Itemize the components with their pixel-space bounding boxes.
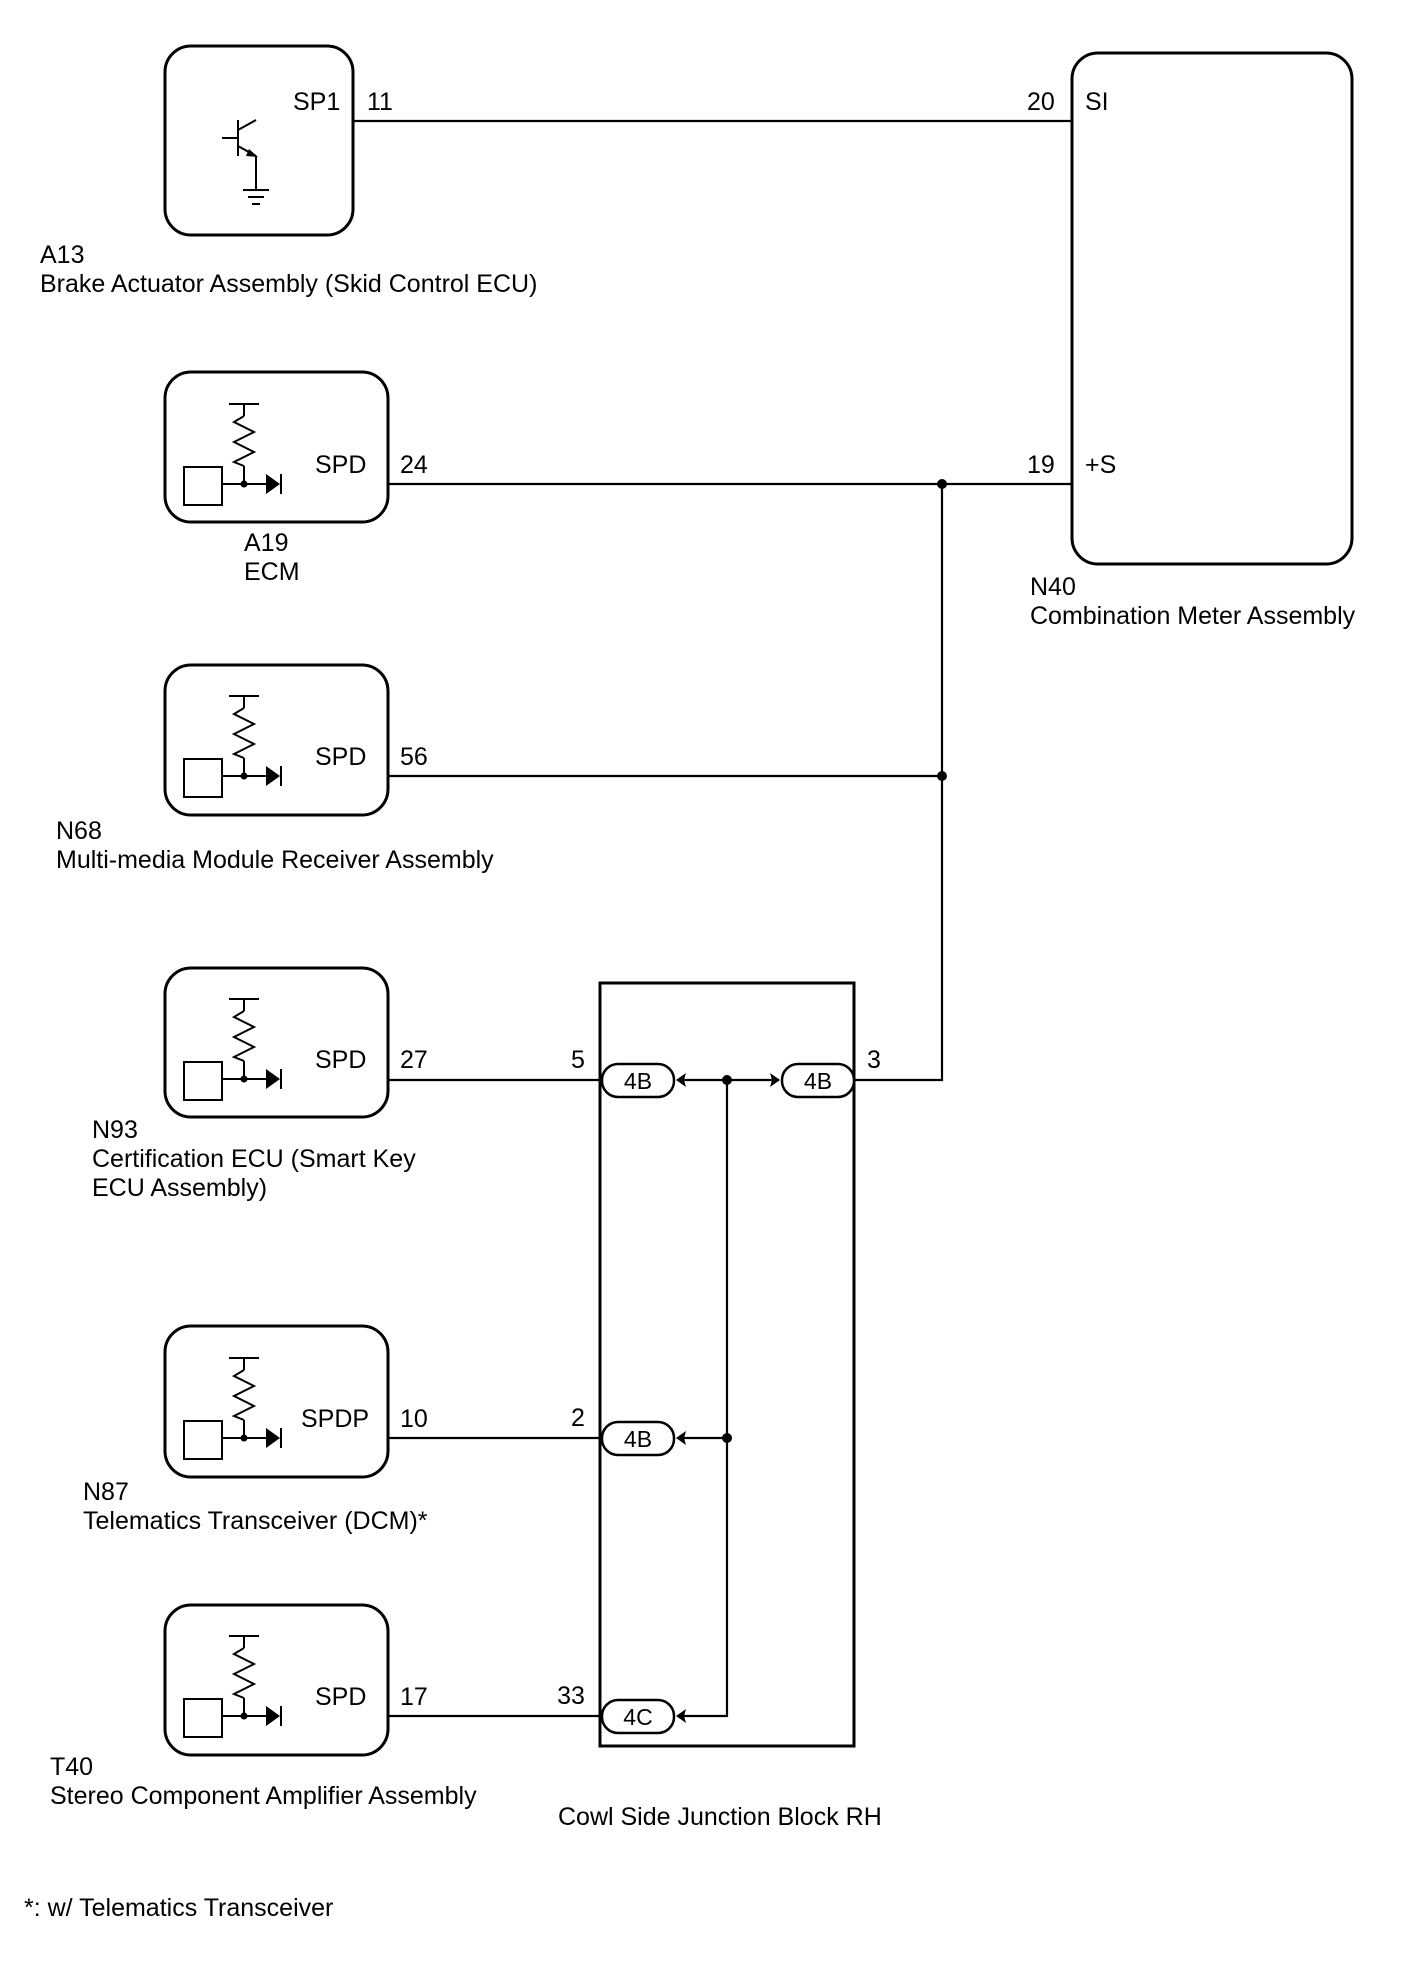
n93-name-line1: Certification ECU (Smart Key: [92, 1145, 416, 1173]
n68-name: Multi-media Module Receiver Assembly: [56, 846, 494, 874]
splice-point: [937, 479, 947, 489]
n87-pin-name: SPDP: [301, 1405, 369, 1433]
wires: [353, 119, 1072, 1718]
n87-pin-number: 10: [400, 1405, 428, 1433]
jb-connector-33: 4C 33: [557, 1682, 686, 1735]
n68-pin-name: SPD: [315, 743, 366, 771]
ground-icon: [243, 189, 269, 205]
jb-connector-5: 4B 5: [571, 1046, 686, 1099]
splice-point: [722, 1075, 732, 1085]
t40-pin-number: 17: [400, 1683, 428, 1711]
a13-pin-number: 11: [367, 88, 393, 116]
jb-connector-3: 4B 3: [770, 1046, 881, 1099]
footnote: *: w/ Telematics Transceiver: [24, 1894, 333, 1922]
jb-connector-id: 4B: [804, 1068, 832, 1094]
jb-connector-pin: 3: [867, 1046, 881, 1074]
n40-pin1-name: SI: [1085, 88, 1109, 116]
n40-code: N40: [1030, 573, 1076, 601]
jb-connector-id: 4C: [623, 1704, 652, 1730]
t40-pin-name: SPD: [315, 1683, 366, 1711]
component-n93: SPD 27 N93 Certification ECU (Smart Key …: [92, 966, 428, 1202]
jb-connector-pin: 5: [571, 1046, 585, 1074]
n40-pin2-name: +S: [1085, 451, 1116, 479]
connector-arrow-icon: [676, 1709, 686, 1723]
connector-arrow-icon: [676, 1073, 686, 1087]
splice-point: [937, 771, 947, 781]
n40-pin2-number: 19: [1027, 451, 1055, 479]
t40-code: T40: [50, 1753, 93, 1781]
a13-pin-name: SP1: [293, 88, 340, 116]
jb-connector-pin: 33: [557, 1682, 585, 1710]
a19-pin-number: 24: [400, 451, 428, 479]
jb-connector-pin: 2: [571, 1404, 585, 1432]
n87-name: Telematics Transceiver (DCM)*: [83, 1507, 428, 1535]
component-a13: SP1 11 A13 Brake Actuator Assembly (Skid…: [40, 44, 537, 298]
n93-code: N93: [92, 1116, 138, 1144]
n87-code: N87: [83, 1478, 129, 1506]
component-a19: SPD 24 A19 ECM: [163, 370, 428, 586]
n93-name-line2: ECU Assembly): [92, 1174, 267, 1202]
junction-block-name: Cowl Side Junction Block RH: [558, 1803, 882, 1831]
n40-name: Combination Meter Assembly: [1030, 602, 1356, 630]
a19-name: ECM: [244, 558, 300, 586]
jb-connector-2: 4B 2: [571, 1404, 686, 1457]
component-t40: SPD 17 T40 Stereo Component Amplifier As…: [50, 1603, 477, 1810]
component-n40: SI 20 +S 19 N40 Combination Meter Assemb…: [1027, 51, 1356, 630]
jb-connector-id: 4B: [624, 1068, 652, 1094]
jb-connector-id: 4B: [624, 1426, 652, 1452]
connector-arrow-icon: [676, 1431, 686, 1445]
n93-pin-number: 27: [400, 1046, 428, 1074]
n93-pin-name: SPD: [315, 1046, 366, 1074]
connector-arrow-icon: [770, 1073, 780, 1087]
splice-point: [722, 1433, 732, 1443]
a19-code: A19: [244, 529, 288, 557]
transistor-icon: [222, 119, 258, 190]
n40-pin1-number: 20: [1027, 88, 1055, 116]
a13-name: Brake Actuator Assembly (Skid Control EC…: [40, 270, 537, 298]
a19-pin-name: SPD: [315, 451, 366, 479]
a13-code: A13: [40, 241, 84, 269]
t40-name: Stereo Component Amplifier Assembly: [50, 1782, 477, 1810]
n68-code: N68: [56, 817, 102, 845]
component-n87: SPDP 10 N87 Telematics Transceiver (DCM)…: [83, 1324, 428, 1535]
n68-pin-number: 56: [400, 743, 428, 771]
component-n68: SPD 56 N68 Multi-media Module Receiver A…: [56, 663, 494, 874]
